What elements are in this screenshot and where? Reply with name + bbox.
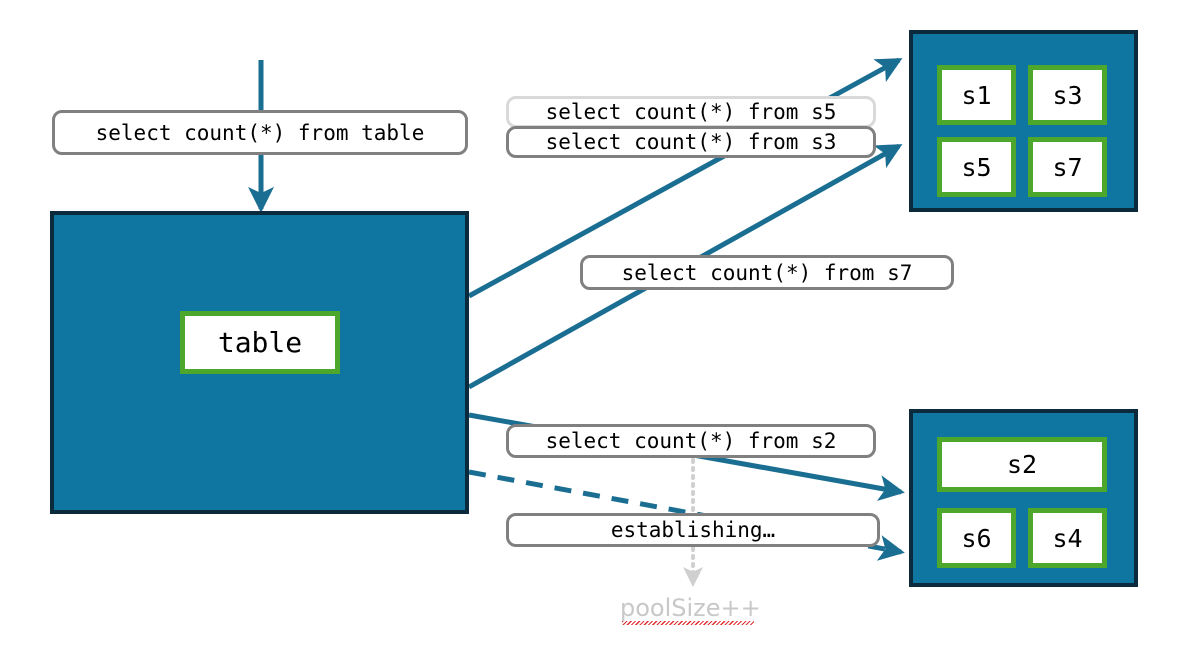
poolsize-annotation: poolSize++ — [620, 594, 761, 625]
shard-box-table[interactable]: table — [180, 311, 340, 374]
shard-box-s2[interactable]: s2 — [937, 437, 1107, 492]
query-label-s7[interactable]: select count(*) from s7 — [580, 255, 954, 290]
query-label-s2[interactable]: select count(*) from s2 — [506, 424, 876, 458]
shard-box-s6[interactable]: s6 — [937, 508, 1016, 568]
query-label-establishing[interactable]: establishing… — [506, 513, 880, 547]
query-label-s3[interactable]: select count(*) from s3 — [506, 126, 876, 158]
shard-box-s1[interactable]: s1 — [937, 65, 1016, 125]
shard-box-s5[interactable]: s5 — [937, 137, 1016, 197]
query-label-s5[interactable]: select count(*) from s5 — [506, 96, 876, 128]
shard-box-s4[interactable]: s4 — [1028, 508, 1107, 568]
poolsize-text: poolSize++ — [620, 594, 761, 622]
query-label-table[interactable]: select count(*) from table — [52, 110, 468, 155]
shard-box-s3[interactable]: s3 — [1028, 65, 1107, 125]
spellcheck-underline — [622, 621, 754, 625]
shard-box-s7[interactable]: s7 — [1028, 137, 1107, 197]
